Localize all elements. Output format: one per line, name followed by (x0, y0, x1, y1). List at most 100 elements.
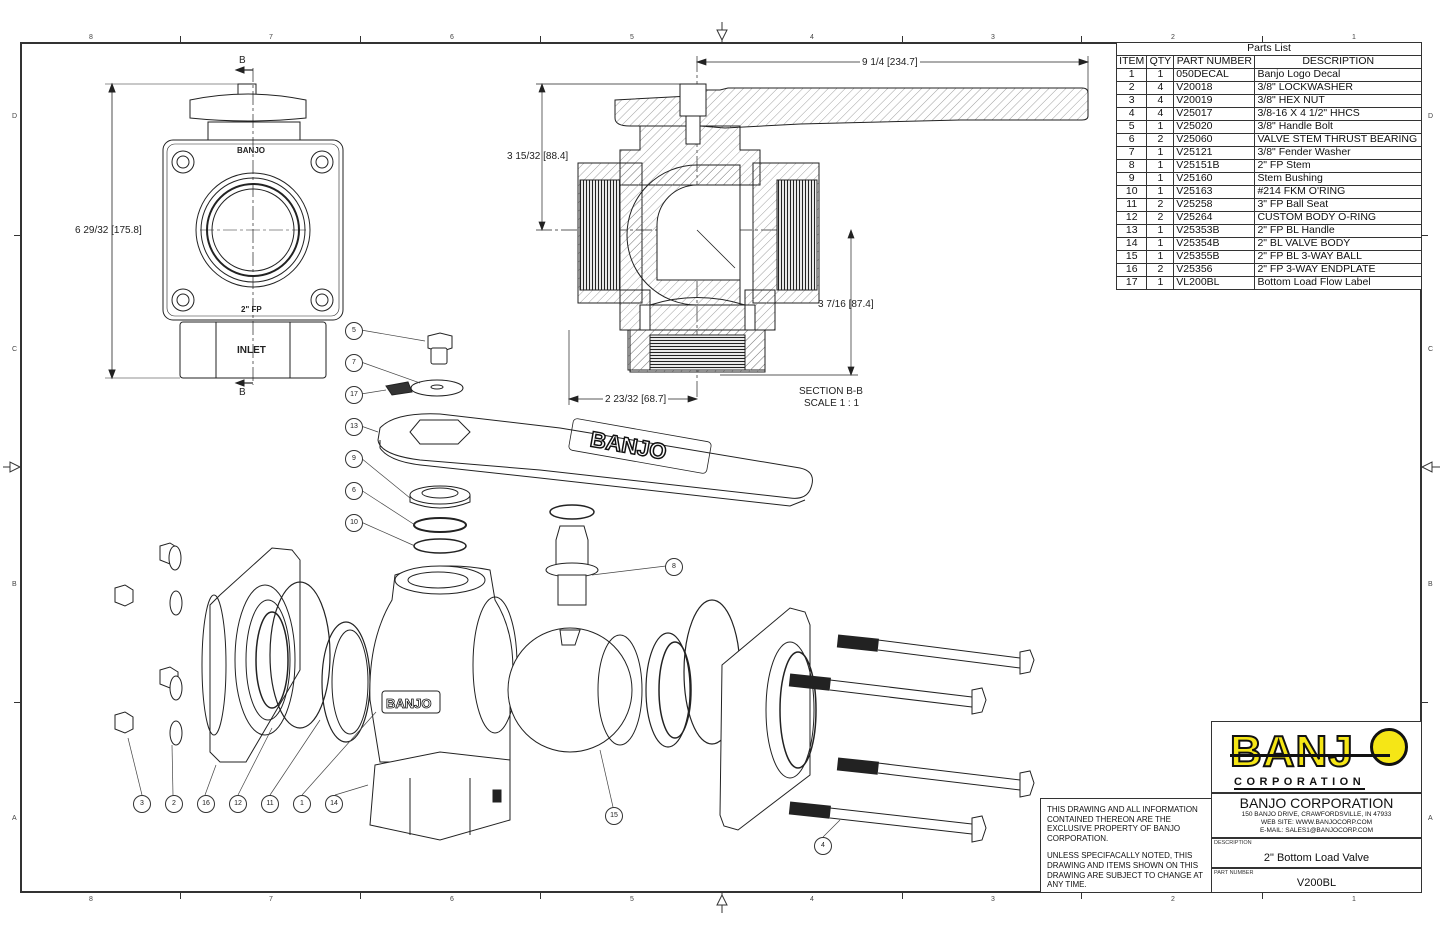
description-cell: VALVE STEM THRUST BEARING (1254, 133, 1422, 147)
part-number-cell: V25264 (1173, 211, 1256, 225)
header-qty: QTY (1146, 55, 1175, 69)
section-marker-bottom: B (239, 387, 246, 398)
ruler-col-1-bottom: 1 (1352, 896, 1356, 903)
item-cell: 1 (1115, 68, 1148, 82)
ruler-col-3: 3 (991, 34, 995, 41)
callout-9: 9 (345, 450, 363, 468)
note-ownership: THIS DRAWING AND ALL INFORMATION CONTAIN… (1047, 805, 1198, 843)
qty-cell: 2 (1146, 211, 1175, 225)
part-number-cell: 050DECAL (1173, 68, 1256, 82)
qty-cell: 4 (1146, 94, 1175, 108)
banjo-head-icon (1370, 728, 1408, 766)
part-number-cell: V20018 (1173, 81, 1256, 95)
parts-list-table: Parts List ITEM QTY PART NUMBER DESCRIPT… (1115, 42, 1422, 290)
company-logo: BANJ CORPORATION (1211, 721, 1422, 793)
qty-cell: 1 (1146, 120, 1175, 134)
ruler-row-a: A (12, 815, 17, 822)
description-cell: CUSTOM BODY O-RING (1254, 211, 1422, 225)
item-cell: 5 (1115, 120, 1148, 134)
ruler-col-5-bottom: 5 (630, 896, 634, 903)
item-cell: 7 (1115, 146, 1148, 160)
description-cell: 3/8" HEX NUT (1254, 94, 1422, 108)
callout-7: 7 (345, 354, 363, 372)
callout-14: 14 (325, 795, 343, 813)
logo-subtext: CORPORATION (1234, 776, 1366, 790)
callout-5: 5 (345, 322, 363, 340)
ruler-col-2: 2 (1171, 34, 1175, 41)
parts-list-title: Parts List (1116, 42, 1422, 56)
description-cell: Bottom Load Flow Label (1254, 276, 1422, 290)
item-cell: 9 (1115, 172, 1148, 186)
description-cell: 3/8" LOCKWASHER (1254, 81, 1422, 95)
description-cell: 2" FP BL 3-WAY BALL (1254, 250, 1422, 264)
lower-height-dimension: 3 7/16 [87.4] (818, 299, 874, 310)
qty-cell: 1 (1146, 172, 1175, 186)
qty-cell: 1 (1146, 68, 1175, 82)
qty-cell: 1 (1146, 237, 1175, 251)
part-number-label: PART NUMBER (1214, 870, 1254, 876)
upper-height-dimension: 3 15/32 [88.4] (507, 151, 569, 162)
callout-1: 1 (293, 795, 311, 813)
description-cell: 3/8-16 X 4 1/2" HHCS (1254, 107, 1422, 121)
description-cell: 2" FP Stem (1254, 159, 1422, 173)
ruler-col-4-bottom: 4 (810, 896, 814, 903)
half-width-dimension: 2 23/32 [68.7] (603, 394, 669, 405)
qty-cell: 2 (1146, 133, 1175, 147)
item-cell: 8 (1115, 159, 1148, 173)
handle-bolt (427, 332, 453, 365)
orientation-markers (3, 22, 1440, 913)
callout-16: 16 (197, 795, 215, 813)
description-field: DESCRIPTION 2" Bottom Load Valve (1211, 838, 1422, 868)
svg-text:BANJO: BANJO (386, 696, 432, 711)
item-cell: 13 (1115, 224, 1148, 238)
description-cell: 2" BL VALVE BODY (1254, 237, 1422, 251)
inlet-label: INLET (237, 345, 266, 356)
item-cell: 6 (1115, 133, 1148, 147)
part-number-field: PART NUMBER V200BL (1211, 868, 1422, 893)
section-view (536, 56, 1090, 405)
ruler-row-d: D (12, 113, 18, 120)
qty-cell: 2 (1146, 198, 1175, 212)
ruler-col-6: 6 (450, 34, 454, 41)
ruler-col-5: 5 (630, 34, 634, 41)
ruler-col-4: 4 (810, 34, 814, 41)
item-cell: 3 (1115, 94, 1148, 108)
part-number-cell: V25355B (1173, 250, 1256, 264)
header-description: DESCRIPTION (1254, 55, 1422, 69)
qty-cell: 1 (1146, 159, 1175, 173)
front-body-brand-text: BANJO (237, 146, 266, 155)
ruler-col-2-bottom: 2 (1171, 896, 1175, 903)
item-cell: 14 (1115, 237, 1148, 251)
description-cell: #214 FKM O'RING (1254, 185, 1422, 199)
part-number-cell: V25258 (1173, 198, 1256, 212)
section-title: SECTION B-B (799, 386, 863, 397)
item-cell: 11 (1115, 198, 1148, 212)
banjo-neck-icon (1230, 754, 1390, 757)
callout-2: 2 (165, 795, 183, 813)
part-number-cell: V25151B (1173, 159, 1256, 173)
part-number-cell: VL200BL (1173, 276, 1256, 290)
item-cell: 16 (1115, 263, 1148, 277)
description-label: DESCRIPTION (1214, 840, 1252, 846)
company-name: BANJO CORPORATION (1239, 795, 1394, 811)
qty-cell: 1 (1146, 185, 1175, 199)
front-view (105, 66, 344, 387)
ownership-notes: THIS DRAWING AND ALL INFORMATION CONTAIN… (1040, 798, 1212, 893)
description-cell: 3/8" Fender Washer (1254, 146, 1422, 160)
